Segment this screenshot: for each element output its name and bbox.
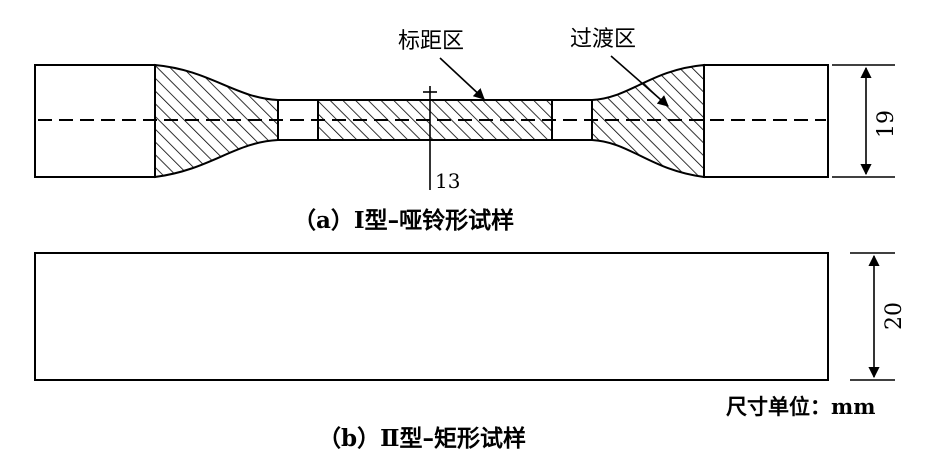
gauge-zone-leader (439, 57, 485, 100)
unit-note: 尺寸单位：mm (726, 394, 875, 419)
transition-zone-leader (610, 55, 669, 107)
left-grip (34, 64, 156, 178)
height-b-label: 20 (882, 302, 907, 330)
rectangle-body (34, 252, 829, 381)
dumbbell-specimen: 13 标距区 过渡区 19 （a）Ⅰ型–哑铃形试样 (34, 27, 899, 234)
transition-zone-label: 过渡区 (570, 27, 636, 52)
caption-a: （a）Ⅰ型–哑铃形试样 (293, 207, 514, 234)
thickness-label: 13 (435, 169, 460, 193)
height-a-label: 19 (874, 110, 899, 138)
caption-b: （b）Ⅱ型–矩形试样 (318, 425, 526, 452)
rectangular-specimen: 20 尺寸单位：mm （b）Ⅱ型–矩形试样 (34, 252, 907, 452)
gauge-zone-label: 标距区 (398, 29, 464, 54)
